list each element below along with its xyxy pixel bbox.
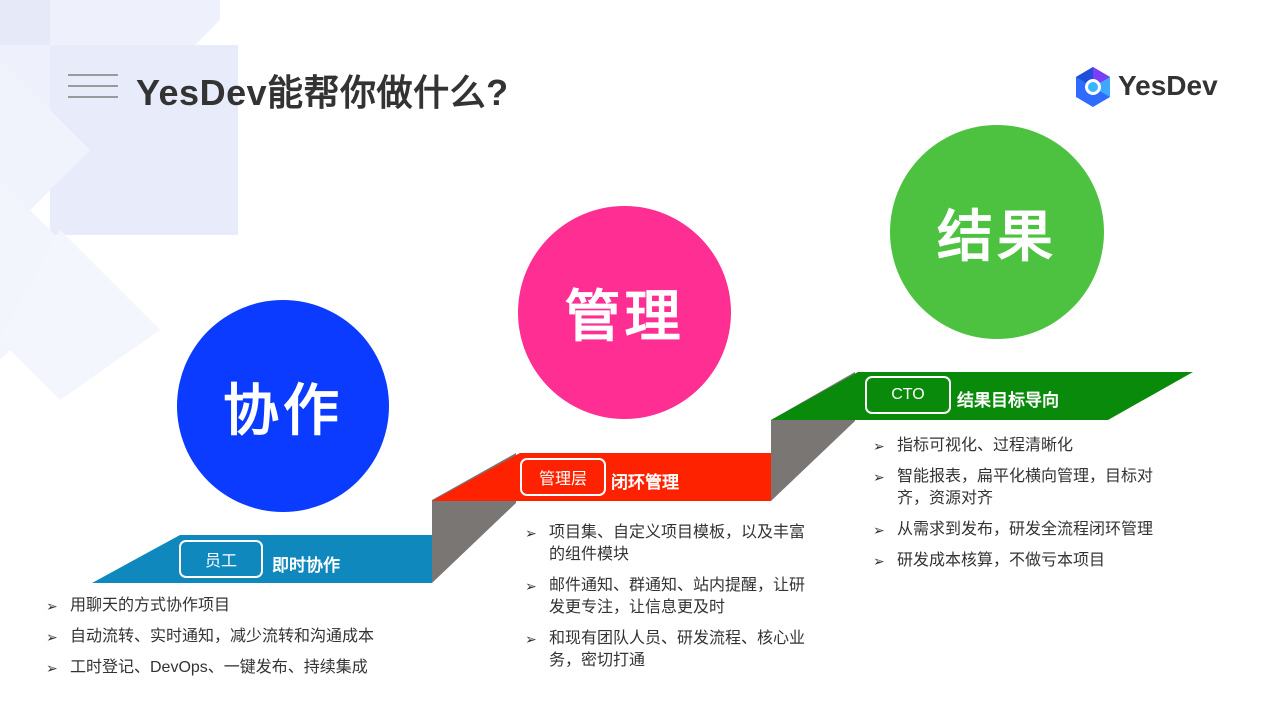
- page-title: YesDev能帮你做什么?: [136, 72, 509, 113]
- step-label-result: 结果目标导向: [957, 391, 1059, 410]
- list-item: ➢智能报表，扁平化横向管理，目标对齐，资源对齐: [873, 468, 1154, 507]
- list-item: ➢自动流转、实时通知，减少流转和沟通成本: [46, 626, 446, 648]
- circle-management: 管理: [518, 206, 731, 419]
- list-management: ➢项目集、自定义项目模板，以及丰富的组件模块 ➢邮件通知、群通知、站内提醒，让研…: [525, 522, 805, 681]
- role-badge-cto: CTO: [865, 376, 951, 414]
- arrow-bullet-icon: ➢: [873, 553, 885, 569]
- arrow-bullet-icon: ➢: [873, 522, 885, 538]
- yesdev-logo-icon: [1076, 67, 1110, 107]
- list-item: ➢工时登记、DevOps、一键发布、持续集成: [46, 657, 446, 679]
- list-collaboration: ➢用聊天的方式协作项目 ➢自动流转、实时通知，减少流转和沟通成本 ➢工时登记、D…: [46, 595, 446, 688]
- arrow-bullet-icon: ➢: [46, 598, 58, 614]
- list-item: ➢项目集、自定义项目模板，以及丰富的组件模块: [525, 524, 806, 563]
- list-item: ➢从需求到发布，研发全流程闭环管理: [873, 519, 1173, 541]
- list-item: ➢和现有团队人员、研发流程、核心业务，密切打通: [525, 630, 806, 669]
- role-badge-employee: 员工: [179, 540, 263, 578]
- list-item: ➢指标可视化、过程清晰化: [873, 435, 1173, 457]
- step-3-surface: [771, 372, 1193, 420]
- arrow-bullet-icon: ➢: [525, 578, 537, 594]
- menu-lines-icon: [68, 74, 118, 100]
- step-2-surface: [432, 453, 771, 501]
- list-result: ➢指标可视化、过程清晰化 ➢智能报表，扁平化横向管理，目标对齐，资源对齐 ➢从需…: [873, 435, 1173, 581]
- arrow-bullet-icon: ➢: [46, 660, 58, 676]
- list-item: ➢用聊天的方式协作项目: [46, 595, 446, 617]
- list-item: ➢邮件通知、群通知、站内提醒，让研发更专注，让信息更及时: [525, 577, 806, 616]
- arrow-bullet-icon: ➢: [46, 629, 58, 645]
- role-badge-manager: 管理层: [520, 458, 606, 496]
- step-label-collaboration: 即时协作: [272, 556, 340, 575]
- step-label-management: 闭环管理: [611, 473, 679, 492]
- logo-text: YesDev: [1118, 70, 1218, 101]
- arrow-bullet-icon: ➢: [525, 631, 537, 647]
- circle-collaboration: 协作: [177, 300, 389, 512]
- arrow-bullet-icon: ➢: [873, 438, 885, 454]
- arrow-bullet-icon: ➢: [525, 525, 537, 541]
- circle-result: 结果: [890, 125, 1104, 339]
- background-decoration: [0, 0, 238, 400]
- list-item: ➢研发成本核算，不做亏本项目: [873, 550, 1173, 572]
- arrow-bullet-icon: ➢: [873, 469, 885, 485]
